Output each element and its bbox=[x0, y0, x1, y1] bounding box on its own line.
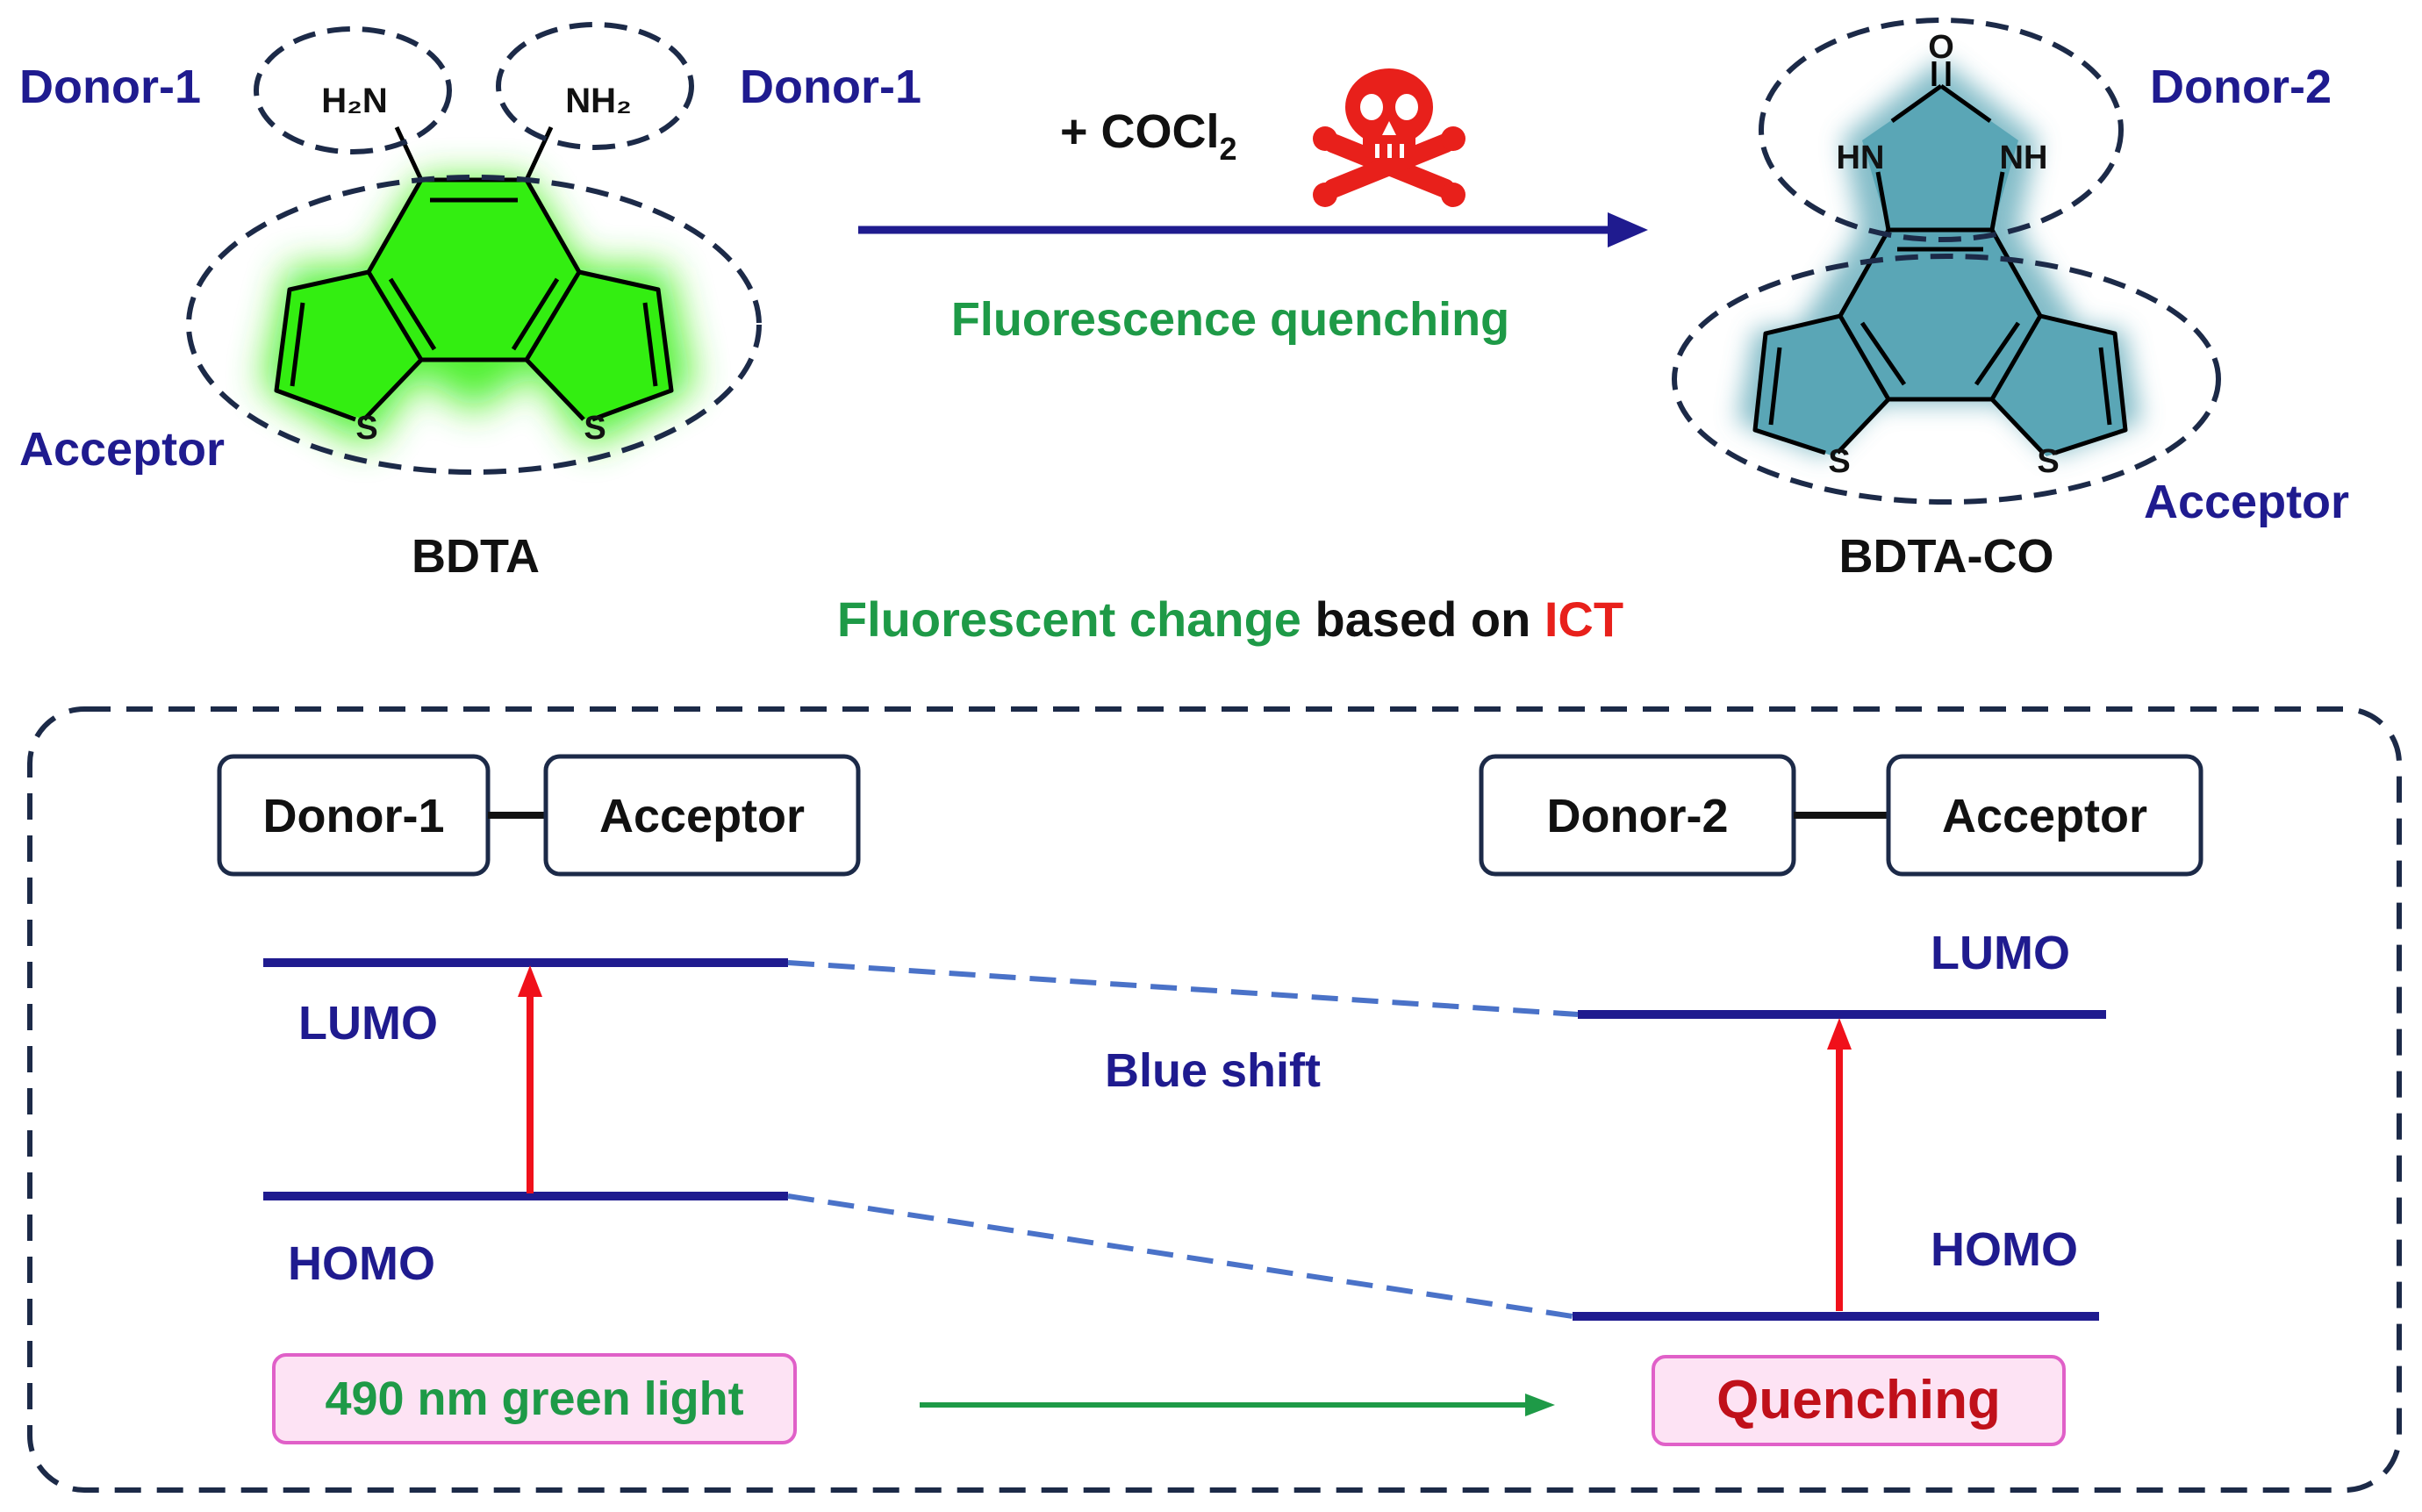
left-donor-label: Donor-1 bbox=[263, 790, 445, 842]
bdta-co-acceptor-label: Acceptor bbox=[2144, 476, 2349, 528]
bdta-co-benzene-inner bbox=[1859, 247, 2021, 386]
green-light-label: 490 nm green light bbox=[325, 1372, 743, 1425]
bdta-donor-ellipse-right bbox=[496, 22, 694, 150]
right-acceptor-label: Acceptor bbox=[1942, 790, 2147, 842]
right-lumo-label: LUMO bbox=[1931, 927, 2070, 979]
caption-part-red: ICT bbox=[1544, 591, 1623, 647]
bdta-donor-label-right: Donor-1 bbox=[740, 61, 921, 113]
bdta-co-sulfur-left: S bbox=[1828, 443, 1850, 480]
green-light-box bbox=[272, 1353, 797, 1444]
bdta-donor-label-left: Donor-1 bbox=[19, 61, 201, 113]
reaction-effect-label: Fluorescence quenching bbox=[951, 293, 1509, 346]
bdta-co-acceptor-ellipse bbox=[1672, 254, 2221, 505]
ict-caption: Fluorescent change based on ICT bbox=[837, 591, 1623, 647]
bdta-co-name: BDTA-CO bbox=[1839, 530, 2054, 583]
bdta-amine-right: NH₂ bbox=[565, 82, 632, 120]
caption-part-green: Fluorescent change bbox=[837, 591, 1301, 647]
bdta-co-benzene-fill bbox=[1840, 230, 2040, 399]
reaction-arrowhead bbox=[1608, 212, 1648, 247]
bdta-acceptor-label: Acceptor bbox=[19, 423, 225, 476]
bdta-co-nh-right: NH bbox=[2000, 140, 2048, 176]
bdta-thiophene-right-bonds bbox=[525, 269, 674, 422]
bdta-co-donor-ellipse bbox=[1759, 18, 2124, 242]
emission-arrowhead bbox=[1525, 1394, 1555, 1416]
bdta-co-nh-left: HN bbox=[1837, 140, 1885, 176]
left-acceptor-box bbox=[543, 754, 861, 877]
energy-panel-frame bbox=[27, 706, 2402, 1493]
reaction: + COCl2 Fluorescence quenching bbox=[858, 68, 1648, 346]
bdta-amine-left: H₂N bbox=[321, 82, 388, 120]
bdta-thiophene-right-fill bbox=[527, 272, 671, 419]
bdta-co-donor-label: Donor-2 bbox=[2150, 61, 2332, 113]
quenching-label: Quenching bbox=[1716, 1370, 2001, 1430]
blue-shift-label: Blue shift bbox=[1105, 1044, 1321, 1097]
energy-panel: Donor-1 Acceptor Donor-2 Acceptor LUMO H… bbox=[27, 706, 2402, 1493]
reagent-subscript: 2 bbox=[1220, 131, 1237, 167]
left-homo-label: HOMO bbox=[288, 1237, 435, 1290]
bdta-co-oxygen: O bbox=[1928, 29, 1954, 66]
bdta-thiophene-right-inner bbox=[642, 302, 658, 387]
bdta-co-thiophene-right-inner bbox=[2098, 347, 2112, 426]
bdta-benzene-inner-bonds bbox=[388, 197, 560, 351]
bdta-sulfur-right: S bbox=[584, 410, 606, 447]
bdta-thiophene-left-inner bbox=[290, 302, 305, 387]
bdta-sulfur-left: S bbox=[355, 410, 377, 447]
reagent-label: + COCl2 bbox=[1060, 105, 1237, 167]
right-acceptor-box bbox=[1886, 754, 2203, 877]
quenching-box bbox=[1652, 1355, 2066, 1446]
bdta-molecule: S S H₂N NH₂ bbox=[186, 22, 762, 475]
bdta-co-thiophene-right-bonds bbox=[1990, 313, 2128, 455]
right-excitation-arrowhead bbox=[1827, 1018, 1852, 1050]
bdta-name: BDTA bbox=[412, 530, 540, 583]
left-acceptor-label: Acceptor bbox=[599, 790, 805, 842]
bdta-co-thiophene-left-fill bbox=[1755, 316, 1888, 456]
left-excitation-arrowhead bbox=[518, 965, 542, 997]
bdta-thiophene-left-fill bbox=[276, 272, 421, 419]
lumo-connector bbox=[787, 960, 1579, 1017]
bdta-co-thiophene-left-bonds bbox=[1752, 313, 1890, 455]
bdta-co-carbonyl bbox=[1931, 61, 1951, 86]
caption-part-black: based on bbox=[1301, 591, 1544, 647]
skull-crossbones-icon bbox=[1313, 68, 1465, 207]
bdta-amine-right-bond bbox=[524, 125, 554, 182]
bdta-thiophene-left-bonds bbox=[274, 269, 423, 422]
bdta-acceptor-ellipse bbox=[186, 175, 762, 475]
bdta-amine-left-bond bbox=[394, 125, 424, 182]
right-donor-label: Donor-2 bbox=[1547, 790, 1729, 842]
bdta-co-thiophene-right-fill bbox=[1992, 316, 2125, 456]
bdta-benzene-fill bbox=[369, 180, 579, 360]
bdta-co-thiophene-left-inner bbox=[1768, 347, 1782, 426]
bdta-co-molecule: O HN NH S S bbox=[1672, 18, 2221, 505]
right-homo-label: HOMO bbox=[1931, 1223, 2078, 1276]
bdta-donor-ellipse-left bbox=[254, 26, 452, 154]
left-lumo-label: LUMO bbox=[298, 997, 438, 1050]
bdta-co-imidazolone-bonds bbox=[1875, 83, 2005, 231]
homo-connector bbox=[787, 1193, 1573, 1319]
bdta-co-sulfur-right: S bbox=[2037, 443, 2059, 480]
bdta-co-imidazolone-fill bbox=[1862, 86, 2018, 230]
